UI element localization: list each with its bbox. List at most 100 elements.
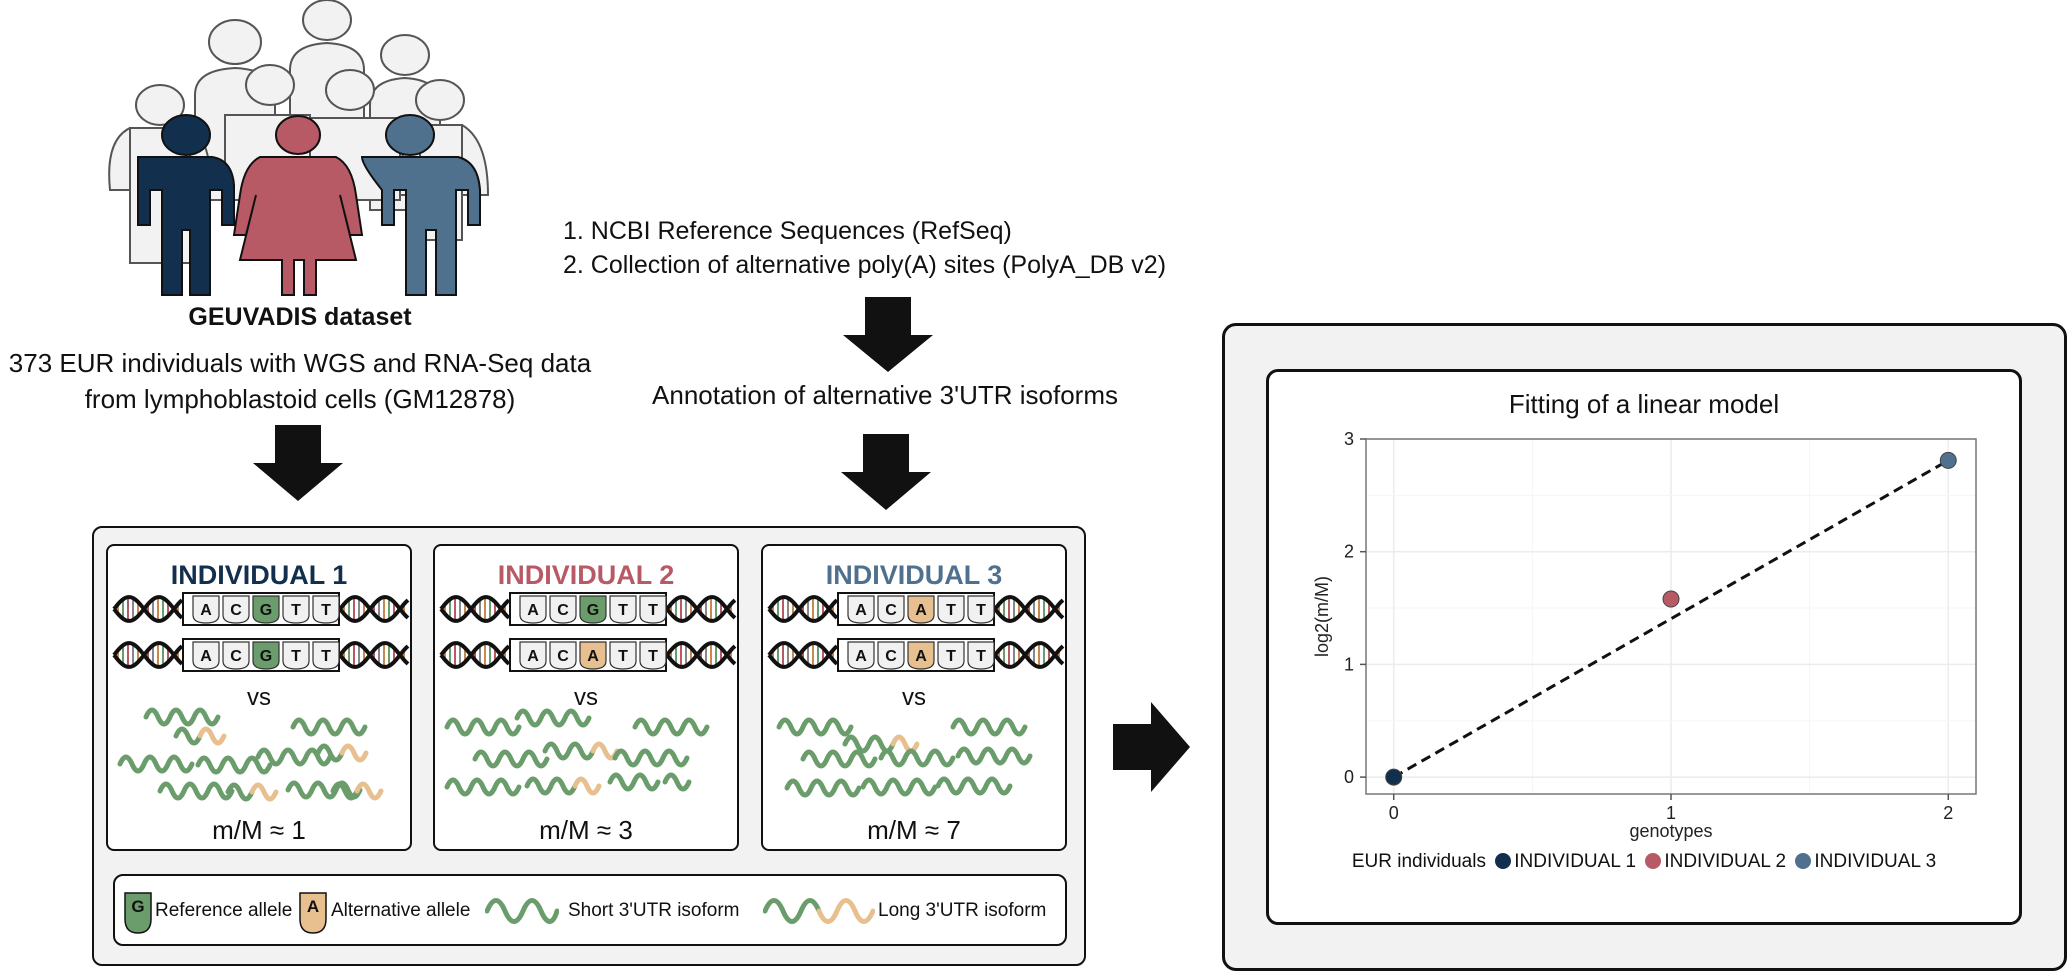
- dna-strand: [112, 595, 184, 623]
- nucleotide-tile: [549, 595, 577, 624]
- nucleotide-tile: [937, 641, 965, 670]
- legend-dot-individual-1: [1495, 853, 1512, 869]
- nucleotide-letter: A: [200, 602, 212, 619]
- short-isoform-wave: [800, 749, 878, 769]
- short-isoform-wave: [524, 776, 578, 796]
- short-isoform-wave: [157, 781, 235, 801]
- nucleotide-tile: [639, 641, 667, 670]
- long-isoform-icon: [763, 898, 875, 924]
- nucleotide-letter: T: [321, 648, 331, 665]
- nucleotide-tile: [192, 595, 220, 624]
- dna-strand: [665, 641, 737, 669]
- nucleotide-tile: [907, 595, 935, 624]
- short-isoform-wave: [662, 772, 692, 792]
- short-isoform-wave: [444, 777, 522, 797]
- legend-label-individual-2: INDIVIDUAL 2: [1664, 851, 1787, 872]
- nucleotide-letter: T: [946, 602, 956, 619]
- dna-strand: [993, 641, 1065, 669]
- short-isoform-wave: [195, 755, 273, 775]
- dna-strand: [767, 641, 839, 669]
- short-isoform-wave: [860, 777, 938, 797]
- nucleotide-tile: [877, 595, 905, 624]
- dataset-description-line1: 373 EUR individuals with WGS and RNA-Seq…: [8, 348, 592, 378]
- nucleotide-tile: [519, 595, 547, 624]
- short-isoform-wave: [117, 754, 195, 774]
- individual-title: INDIVIDUAL 1: [170, 560, 348, 590]
- nucleotide-letter: C: [885, 648, 897, 665]
- long-isoform-tail: [197, 726, 227, 746]
- nucleotide-tile: [609, 641, 637, 670]
- nucleotide-tile: [847, 641, 875, 670]
- short-isoform-wave: [255, 747, 333, 767]
- dna-strand: [439, 595, 511, 623]
- nucleotide-tile: [579, 641, 607, 670]
- isoform-ratio: m/M ≈ 3: [539, 815, 633, 845]
- nucleotide-letter: A: [855, 648, 867, 665]
- nucleotide-letter: T: [976, 648, 986, 665]
- nucleotide-letter: A: [587, 648, 599, 665]
- isoform-ratio: m/M ≈ 7: [867, 815, 961, 845]
- long-isoform-tail: [354, 781, 384, 801]
- dna-strand: [112, 595, 184, 623]
- nucleotide-tile: [609, 595, 637, 624]
- dna-strand: [338, 595, 410, 623]
- plot-title: Fitting of a linear model: [1508, 389, 1780, 419]
- alternative-allele-icon: [299, 892, 327, 934]
- legend-title: EUR individuals: [1351, 851, 1486, 872]
- vs-label: vs: [574, 684, 598, 711]
- x-axis-title: genotypes: [1629, 821, 1712, 841]
- dataset-title: GEUVADIS dataset: [188, 303, 412, 331]
- short-isoform-wave: [776, 717, 854, 737]
- short-isoform-wave: [285, 780, 363, 800]
- nucleotide-tile: [312, 641, 340, 670]
- short-isoform-wave: [612, 748, 690, 768]
- legend-dot-individual-3: [1795, 853, 1812, 869]
- reference-allele-letter: G: [131, 897, 145, 916]
- nucleotide-letter: A: [855, 602, 867, 619]
- nucleotide-letter: A: [200, 648, 212, 665]
- nucleotide-letter: T: [618, 648, 628, 665]
- nucleotide-tile: [222, 641, 250, 670]
- annotation-label: Annotation of alternative 3'UTR isoforms: [652, 380, 1118, 410]
- short-isoform-wave: [290, 717, 368, 737]
- nucleotide-tile: [877, 641, 905, 670]
- nucleotide-letter: G: [260, 602, 272, 619]
- dna-strand: [439, 641, 511, 669]
- short-isoform-wave: [607, 772, 661, 792]
- dna-strand: [665, 641, 737, 669]
- short-isoform-icon: [485, 898, 559, 924]
- nucleotide-tile: [282, 595, 310, 624]
- long-isoform-tail: [890, 734, 920, 754]
- legend-box: G Reference allele A Alternative allele …: [113, 874, 1067, 946]
- nucleotide-letter: T: [291, 602, 301, 619]
- nucleotide-tile: [639, 595, 667, 624]
- x-tick-label: 2: [1943, 803, 1953, 823]
- dna-strand: [993, 641, 1065, 669]
- short-isoform-wave: [542, 741, 596, 761]
- nucleotide-tile: [222, 595, 250, 624]
- y-tick-label: 3: [1344, 429, 1354, 449]
- nucleotide-letter: T: [648, 648, 658, 665]
- dna-strand: [338, 641, 410, 669]
- nucleotide-letter: C: [230, 602, 242, 619]
- right-arrow-icon: [1113, 702, 1190, 792]
- dna-strand: [439, 595, 511, 623]
- short-isoform-wave: [955, 746, 1033, 766]
- vs-label: vs: [247, 684, 271, 711]
- dna-strand: [112, 641, 184, 669]
- individual-title: INDIVIDUAL 3: [825, 560, 1003, 590]
- short-isoform-wave: [935, 776, 1013, 796]
- nucleotide-letter: A: [915, 602, 927, 619]
- y-tick-label: 0: [1344, 767, 1354, 787]
- isoform-ratio: m/M ≈ 1: [212, 815, 306, 845]
- nucleotide-letter: T: [321, 602, 331, 619]
- dna-strand: [767, 595, 839, 623]
- data-point-individual-2: [1662, 590, 1680, 608]
- nucleotide-letter: T: [618, 602, 628, 619]
- short-isoform-wave: [143, 707, 221, 727]
- short-isoform-wave: [330, 781, 360, 801]
